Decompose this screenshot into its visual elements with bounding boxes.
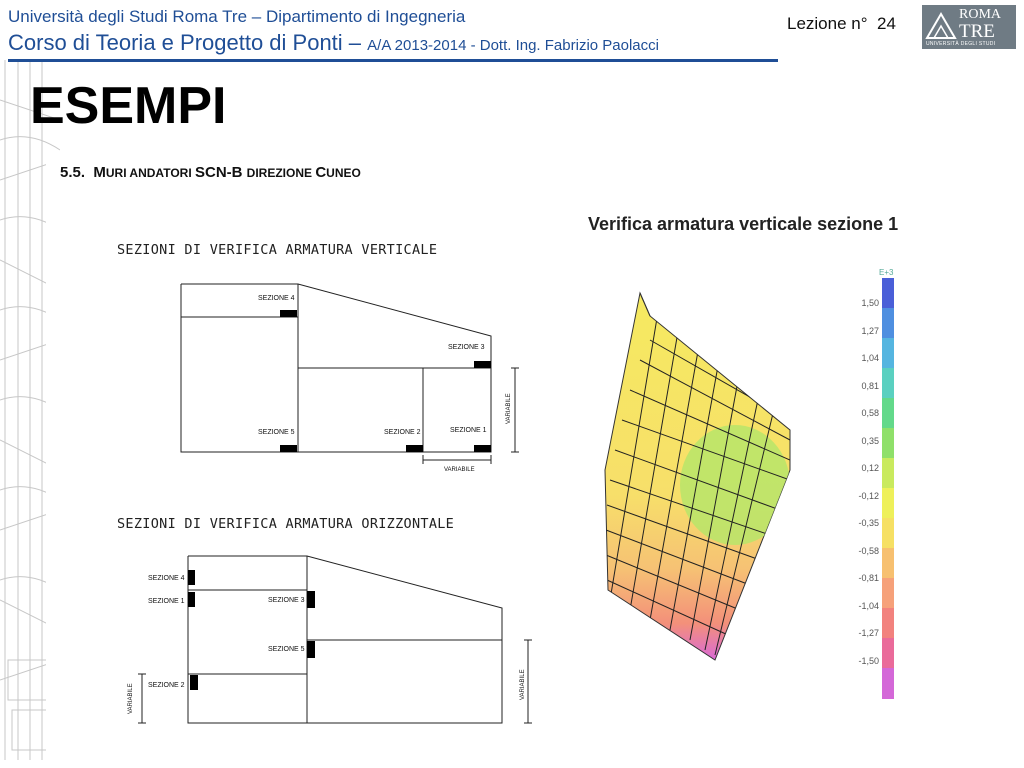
horizontal-caption: SEZIONI DI VERIFICA ARMATURA ORIZZONTALE (117, 516, 455, 532)
roma-tre-logo: ROMA TRE UNIVERSITÀ DEGLI STUDI (922, 5, 1016, 49)
logo-subtitle: UNIVERSITÀ DEGLI STUDI (926, 41, 996, 47)
lesson-label: Lezione n° (787, 14, 868, 33)
scale-value-label: 1,50 (861, 298, 879, 308)
scale-segment (882, 488, 894, 519)
course-year-teacher: A/A 2013-2014 - Dott. Ing. Fabrizio Paol… (367, 37, 659, 54)
scale-value-label: 0,81 (861, 380, 879, 391)
scale-labels: 1,50 1,27 1,04 0,81 0,58 0,35 0,12 -0,12 -0,35 -0… (845, 268, 881, 698)
scale-segment (882, 518, 894, 549)
section-title-c: C (315, 164, 327, 181)
slide-header: Università degli Studi Roma Tre – Dipart… (0, 0, 1024, 70)
lesson-value: 24 (876, 14, 896, 33)
vertical-caption: SEZIONI DI VERIFICA ARMATURA VERTICALE (117, 242, 438, 258)
scale-value-label: -0,81 (858, 573, 879, 583)
scale-segment (882, 338, 894, 369)
scale-value-label: -1,27 (858, 628, 879, 638)
scale-unit: E+3 (879, 268, 894, 277)
scale-bar (882, 278, 894, 699)
section-number: 5.5. (60, 164, 86, 181)
logo-arch-icon (925, 12, 957, 39)
header-rule (8, 59, 778, 62)
scale-segment (882, 428, 894, 459)
background-sketch (0, 60, 60, 760)
scale-segment (882, 668, 894, 699)
scale-segment (882, 308, 894, 339)
scale-value-label: -0,58 (858, 545, 879, 556)
section-title-scn: SCN-B (194, 164, 247, 181)
scale-value-label: 0,35 (861, 435, 879, 446)
scale-segment (882, 608, 894, 639)
logo-word-tre: TRE (959, 21, 995, 42)
scale-value-label: 0,58 (861, 408, 879, 418)
scale-value-label: 1,27 (861, 325, 879, 336)
scale-segment (882, 368, 894, 399)
section-title-m: M (93, 164, 106, 181)
scale-value-label: -1,04 (858, 600, 879, 611)
scale-segment (882, 458, 894, 489)
scale-segment (882, 578, 894, 609)
lesson-number: Lezione n° 24 (787, 14, 896, 34)
logo-word-roma: ROMA (959, 7, 1002, 22)
scale-segment (882, 548, 894, 579)
verifica-title: Verifica armatura verticale sezione 1 (588, 214, 899, 234)
section-title-uri: URI ANDATORI (105, 166, 195, 180)
course-line: Corso di Teoria e Progetto di Ponti – A/… (8, 30, 659, 56)
university-line: Università degli Studi Roma Tre – Dipart… (8, 7, 466, 26)
scale-value-label: -0,35 (858, 518, 879, 528)
scale-segment (882, 278, 894, 309)
slide-title: ESEMPI (30, 77, 227, 135)
color-scale: E+3 1,50 1,27 1,04 0,81 0,58 0,35 0,12 -0,12 -0,… (845, 268, 905, 699)
scale-value-label: 0,12 (861, 463, 879, 473)
scale-value-label: 1,04 (861, 353, 879, 363)
section-title-uneo: UNEO (326, 166, 361, 180)
scale-value-label: -1,50 (858, 655, 879, 666)
course-title: Corso di Teoria e Progetto di Ponti – (8, 30, 362, 55)
scale-value-label: -0,12 (858, 490, 879, 501)
scale-segment (882, 398, 894, 429)
section-heading: 5.5. MURI ANDATORI SCN-B DIREZIONE CUNEO (60, 164, 361, 181)
scale-segment (882, 638, 894, 669)
section-title-direzione: DIREZIONE (246, 166, 316, 180)
